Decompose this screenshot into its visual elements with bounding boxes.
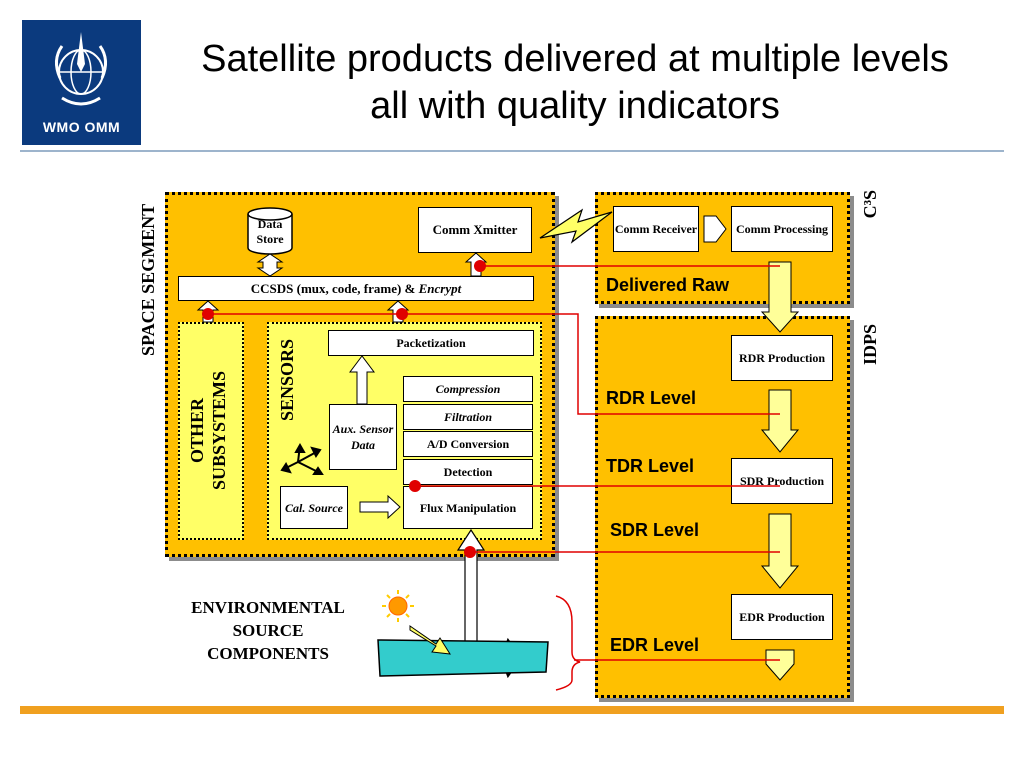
rdr-production-box: RDR Production bbox=[731, 335, 833, 381]
cal-to-flux-arrow-icon bbox=[359, 494, 401, 520]
sdr-production-box: SDR Production bbox=[731, 458, 833, 504]
data-store-cylinder-icon bbox=[247, 207, 293, 255]
data-store-ccsds-arrow-icon bbox=[256, 253, 284, 277]
comm-processing-box: Comm Processing bbox=[731, 206, 833, 252]
environmental-source-label: ENVIRONMENTAL SOURCE COMPONENTS bbox=[158, 596, 378, 665]
ad-conversion-box: A/D Conversion bbox=[403, 431, 533, 457]
sun-icon bbox=[382, 590, 414, 622]
receiver-to-processing-arrow-icon bbox=[703, 215, 727, 243]
ccsds-encrypt-label: Encrypt bbox=[418, 280, 462, 296]
sdr-level-label: SDR Level bbox=[610, 520, 700, 540]
sdr-to-edr-arrow-icon bbox=[760, 513, 800, 589]
delivered-raw-label: Delivered Raw bbox=[606, 275, 730, 295]
rdr-to-sdr-arrow-icon bbox=[760, 389, 800, 453]
footer-bar bbox=[20, 706, 1004, 714]
page-title: Satellite products delivered at multiple… bbox=[150, 36, 1000, 130]
filtration-box: Filtration bbox=[403, 404, 533, 430]
title-line-1: Satellite products delivered at multiple… bbox=[201, 38, 949, 80]
packetization-box: Packetization bbox=[328, 330, 534, 356]
aux-to-packetization-arrow-icon bbox=[349, 355, 375, 405]
quality-indicator-dots bbox=[202, 260, 486, 558]
data-store-label: Data Store bbox=[256, 217, 284, 246]
sunlight-arrow-icon bbox=[409, 625, 451, 655]
ccsds-box: CCSDS (mux, code, frame) & Encrypt bbox=[178, 276, 534, 301]
tdr-level-label: TDR Level bbox=[606, 456, 695, 476]
header-rule bbox=[20, 150, 1004, 152]
processing-to-rdr-arrow-icon bbox=[760, 261, 800, 333]
title-line-2: all with quality indicators bbox=[370, 85, 780, 127]
edr-output-arrow-icon bbox=[765, 649, 795, 681]
detection-box: Detection bbox=[403, 459, 533, 485]
compression-box: Compression bbox=[403, 376, 533, 402]
environmental-label: ENVIRONMENTAL bbox=[191, 598, 345, 617]
environment-brace-icon bbox=[555, 595, 581, 691]
cal-source-box: Cal. Source bbox=[280, 486, 348, 529]
edr-production-box: EDR Production bbox=[731, 594, 833, 640]
other-subsystems-panel bbox=[178, 322, 244, 540]
downlink-lightning-icon bbox=[539, 208, 613, 244]
wmo-logo: WMO OMM bbox=[22, 20, 141, 145]
comm-receiver-box: Comm Receiver bbox=[613, 206, 699, 252]
components-label: COMPONENTS bbox=[207, 644, 329, 663]
edr-level-label: EDR Level bbox=[610, 635, 700, 655]
water-surface-icon bbox=[377, 639, 549, 677]
ccsds-label: CCSDS (mux, code, frame) & bbox=[250, 280, 416, 296]
source-label: SOURCE bbox=[232, 621, 304, 640]
wmo-emblem-icon bbox=[55, 32, 107, 106]
comm-xmitter-box: Comm Xmitter bbox=[418, 207, 532, 253]
aux-sensor-data-box: Aux. Sensor Data bbox=[329, 404, 397, 470]
quality-indicator-lines bbox=[208, 265, 780, 661]
scatter-arrows-icon bbox=[280, 442, 324, 475]
logo-text: WMO OMM bbox=[42, 119, 121, 135]
rdr-level-label: RDR Level bbox=[606, 388, 697, 408]
